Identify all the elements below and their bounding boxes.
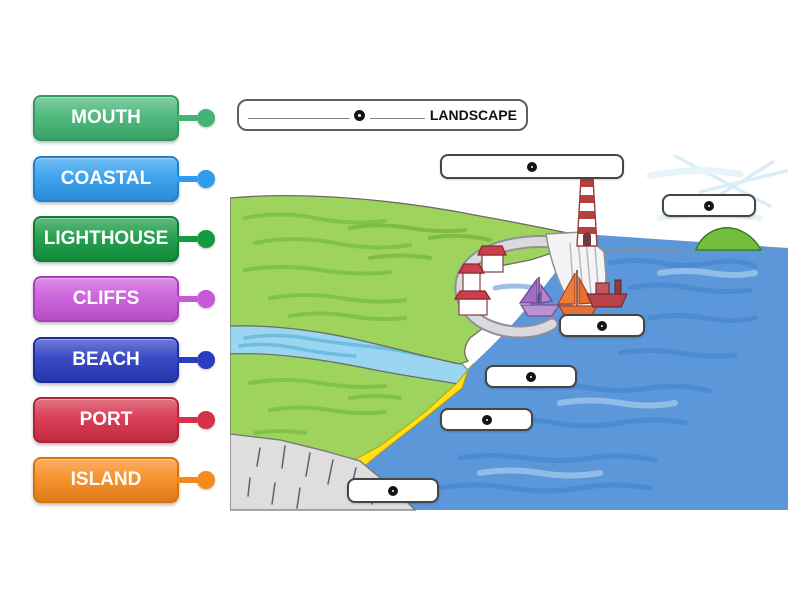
sailboat-purple bbox=[518, 277, 561, 317]
word-chip-mouth[interactable]: MOUTH bbox=[33, 95, 215, 141]
grass-lower bbox=[230, 353, 463, 465]
connector-dot-icon bbox=[197, 170, 215, 188]
harbour-houses bbox=[453, 245, 508, 316]
target-ring-icon bbox=[704, 200, 714, 211]
lighthouse-door bbox=[583, 232, 591, 246]
connector bbox=[177, 109, 215, 127]
connector-dot-icon bbox=[197, 230, 215, 248]
connector bbox=[177, 230, 215, 248]
connector-dot-icon bbox=[197, 290, 215, 308]
connector-dot-icon bbox=[197, 109, 215, 127]
word-chip-label: LIGHTHOUSE bbox=[43, 228, 169, 249]
target-ring-icon bbox=[388, 485, 398, 496]
title-blank-right: _______ bbox=[370, 104, 425, 120]
word-chip-label: CLIFFS bbox=[72, 288, 140, 309]
answer-slot-1[interactable] bbox=[440, 154, 624, 179]
word-chip-label: BEACH bbox=[72, 349, 140, 370]
connector-dot-icon bbox=[197, 471, 215, 489]
answer-slot-2[interactable] bbox=[662, 194, 756, 217]
connector bbox=[177, 411, 215, 429]
target-ring-icon bbox=[526, 371, 536, 382]
connector bbox=[177, 170, 215, 188]
word-chip-beach[interactable]: BEACH bbox=[33, 337, 215, 383]
title-box[interactable]: _____________ _______ LANDSCAPE bbox=[237, 99, 528, 131]
connector bbox=[177, 351, 215, 369]
answer-slot-4[interactable] bbox=[485, 365, 577, 388]
island bbox=[694, 227, 763, 251]
word-chip-coastal[interactable]: COASTAL bbox=[33, 156, 215, 202]
connector-dot-icon bbox=[197, 351, 215, 369]
lighthouse bbox=[576, 177, 598, 247]
connector bbox=[177, 290, 215, 308]
word-chip-label: MOUTH bbox=[71, 107, 141, 128]
connector-dot-icon bbox=[197, 411, 215, 429]
answer-slot-5[interactable] bbox=[440, 408, 533, 431]
word-chip-cliffs[interactable]: CLIFFS bbox=[33, 276, 215, 322]
answer-slot-6[interactable] bbox=[347, 478, 439, 503]
ship bbox=[585, 279, 629, 308]
word-chip-label: PORT bbox=[79, 409, 133, 430]
title-blank-left: _____________ bbox=[248, 104, 350, 120]
target-ring-icon bbox=[354, 109, 366, 121]
grass-headland bbox=[230, 195, 584, 365]
connector bbox=[177, 471, 215, 489]
word-chip-label: COASTAL bbox=[60, 168, 152, 189]
target-ring-icon bbox=[527, 161, 537, 172]
word-chip-island[interactable]: ISLAND bbox=[33, 457, 215, 503]
target-ring-icon bbox=[597, 320, 607, 331]
target-ring-icon bbox=[481, 414, 492, 425]
word-chip-port[interactable]: PORT bbox=[33, 397, 215, 443]
title-word: LANDSCAPE bbox=[429, 107, 517, 123]
word-chip-label: ISLAND bbox=[70, 469, 142, 490]
harbour-pier bbox=[454, 233, 582, 339]
word-chip-lighthouse[interactable]: LIGHTHOUSE bbox=[33, 216, 215, 262]
answer-slot-3[interactable] bbox=[559, 314, 645, 337]
